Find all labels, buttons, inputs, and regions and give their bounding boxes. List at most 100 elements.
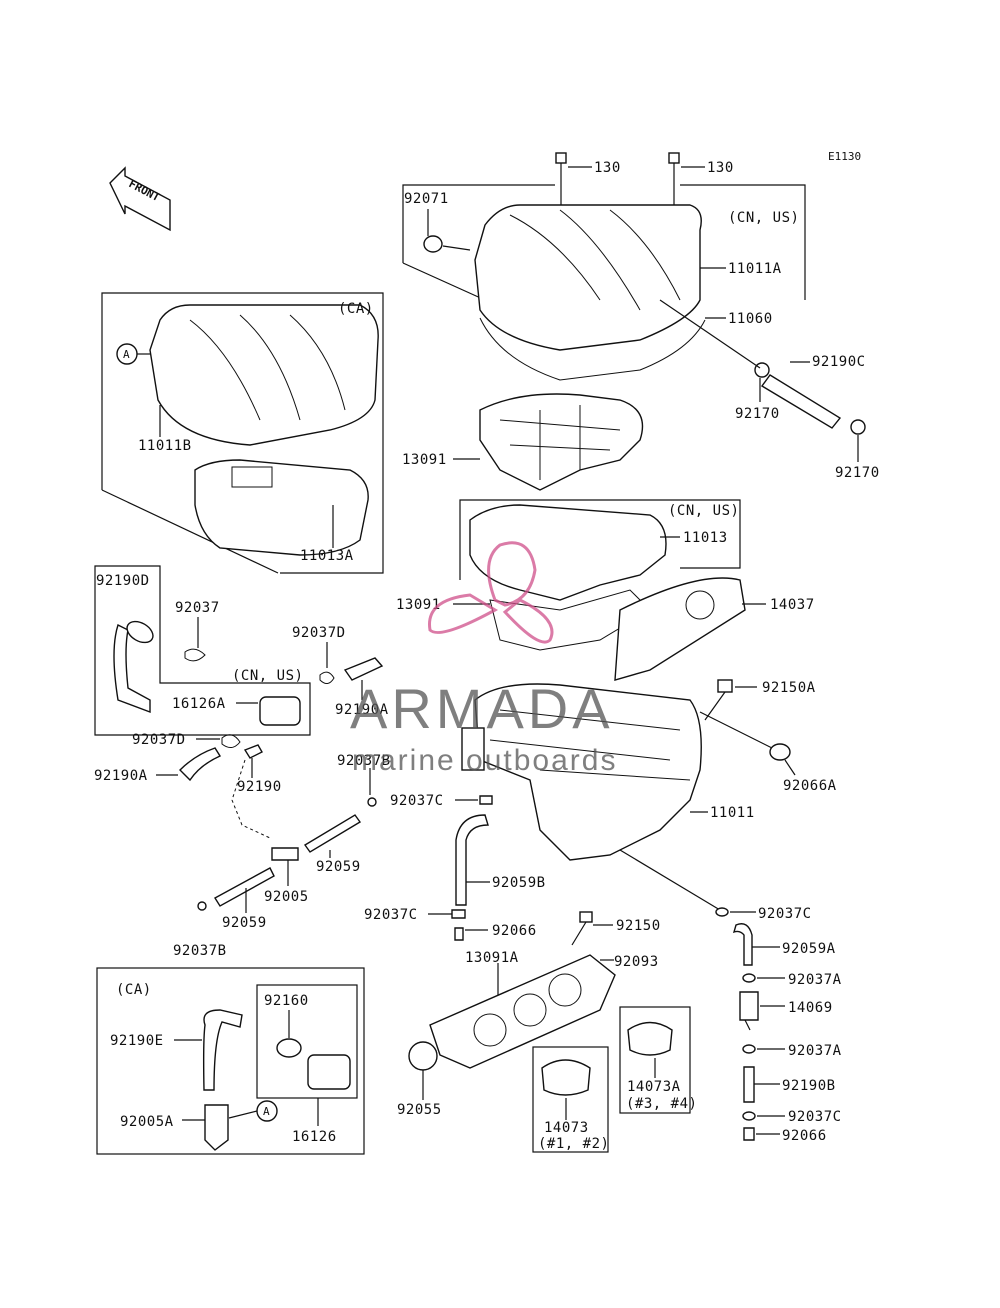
label-cn-us-top: (CN, US) bbox=[728, 210, 799, 226]
label-92093: 92093 bbox=[614, 954, 659, 970]
grommet-icon bbox=[423, 235, 443, 253]
cap-icon bbox=[454, 927, 464, 941]
ca-bottom-group bbox=[96, 967, 365, 1155]
funnel-14073 bbox=[541, 1059, 591, 1096]
armada-watermark: ARMADA marine outboards bbox=[350, 541, 617, 777]
label-92059b: 92059 bbox=[222, 915, 267, 931]
base-plate-13091a bbox=[408, 911, 616, 1100]
label-92066-b: 92066 bbox=[782, 1128, 827, 1144]
joint-92005 bbox=[271, 847, 299, 861]
o-ring-icon bbox=[408, 1041, 438, 1071]
funnel-14073a-group bbox=[619, 1006, 691, 1114]
label-11013: 11013 bbox=[683, 530, 728, 546]
hose-92190c bbox=[760, 374, 842, 429]
label-16126a: 16126A bbox=[172, 696, 226, 712]
hose-92059b bbox=[455, 814, 489, 906]
element-11013a bbox=[194, 459, 369, 556]
clamp-icon bbox=[754, 362, 770, 378]
tube-92059 bbox=[303, 814, 362, 853]
label-14069: 14069 bbox=[788, 1000, 833, 1016]
center-hose-group bbox=[428, 795, 493, 941]
right-hose-group bbox=[715, 907, 785, 1141]
label-92037c-d: 92037C bbox=[788, 1109, 842, 1125]
ca-cover-group bbox=[101, 292, 384, 574]
valve-16126a bbox=[259, 696, 301, 726]
hose-92190d bbox=[113, 624, 151, 714]
label-11011: 11011 bbox=[710, 805, 755, 821]
cn-us-cover-group bbox=[402, 152, 866, 462]
label-130a: 130 bbox=[594, 160, 621, 176]
label-14037: 14037 bbox=[770, 597, 815, 613]
hose-92190e bbox=[202, 1009, 243, 1091]
label-14073: 14073 bbox=[544, 1120, 589, 1136]
watermark-brand: ARMADA bbox=[350, 677, 614, 740]
label-11011a: 11011A bbox=[728, 261, 782, 277]
label-92005: 92005 bbox=[264, 889, 309, 905]
label-ca-bottom: (CA) bbox=[116, 982, 152, 998]
label-11013a: 11013A bbox=[300, 548, 354, 564]
label-92037c-c: 92037C bbox=[758, 906, 812, 922]
label-92071: 92071 bbox=[404, 191, 449, 207]
label-92066a: 92066A bbox=[783, 778, 837, 794]
label-92170b: 92170 bbox=[835, 465, 880, 481]
label-92037d-b: 92037D bbox=[132, 732, 186, 748]
label-92037c-b: 92037C bbox=[364, 907, 418, 923]
air-cleaner-housing-11011 bbox=[461, 679, 796, 911]
hose-92059a bbox=[732, 923, 753, 966]
ref-marker-a-top: A bbox=[123, 348, 130, 361]
frame-13091 bbox=[453, 393, 644, 491]
label-92037c-a: 92037C bbox=[390, 793, 444, 809]
label-92059a-right: 92059A bbox=[782, 941, 836, 957]
label-92037a-a: 92037A bbox=[788, 972, 842, 988]
tube-92190b bbox=[743, 1066, 755, 1103]
tube-92059-lower bbox=[214, 867, 275, 907]
label-ca-top: (CA) bbox=[338, 301, 374, 317]
figure-code: E1130 bbox=[828, 150, 861, 163]
hose-92190a-lower bbox=[179, 747, 222, 782]
clamp-icon bbox=[850, 419, 866, 435]
valve-16126 bbox=[307, 1054, 351, 1090]
label-92059b-upper: 92059B bbox=[492, 875, 546, 891]
bolt-icon bbox=[717, 679, 733, 693]
label-130b: 130 bbox=[707, 160, 734, 176]
label-92190e: 92190E bbox=[110, 1033, 164, 1049]
label-92190: 92190 bbox=[237, 779, 282, 795]
bolt-icon bbox=[579, 911, 593, 923]
funnel-14073-group bbox=[532, 1046, 609, 1153]
label-92037: 92037 bbox=[175, 600, 220, 616]
watermark-tagline: marine outboards bbox=[352, 744, 617, 777]
label-14073a: 14073A bbox=[627, 1079, 681, 1095]
label-13091a: 13091 bbox=[402, 452, 447, 468]
label-cn-us-valve: (CN, US) bbox=[232, 668, 303, 684]
seal-92160 bbox=[276, 1038, 302, 1058]
hose-92190a bbox=[343, 657, 384, 681]
label-92037b-a: 92037B bbox=[337, 753, 391, 769]
front-arrow-icon: FRONT bbox=[109, 166, 171, 232]
label-92190c: 92190C bbox=[812, 354, 866, 370]
label-14073-note: (#1, #2) bbox=[538, 1136, 609, 1152]
label-92160: 92160 bbox=[264, 993, 309, 1009]
clamp-icon bbox=[715, 907, 729, 917]
label-11060: 11060 bbox=[728, 311, 773, 327]
label-92037d-a: 92037D bbox=[292, 625, 346, 641]
cap-icon bbox=[769, 743, 791, 761]
label-92150: 92150 bbox=[616, 918, 661, 934]
label-11011b: 11011B bbox=[138, 438, 192, 454]
label-13091b: 13091 bbox=[396, 597, 441, 613]
label-92150a: 92150A bbox=[762, 680, 816, 696]
clamp-icon bbox=[184, 648, 206, 662]
label-92190b: 92190B bbox=[782, 1078, 836, 1094]
label-16126: 16126 bbox=[292, 1129, 337, 1145]
funnel-14073a bbox=[627, 1021, 673, 1056]
label-92037b-b: 92037B bbox=[173, 943, 227, 959]
label-92170a: 92170 bbox=[735, 406, 780, 422]
label-14073a-note: (#3, #4) bbox=[626, 1096, 697, 1112]
label-92190a-b: 92190A bbox=[94, 768, 148, 784]
left-hose-group bbox=[94, 565, 384, 913]
label-92190d: 92190D bbox=[96, 573, 150, 589]
label-92190a-a: 92190A bbox=[335, 702, 389, 718]
air-cleaner-cover-ca bbox=[149, 304, 379, 446]
label-13091a-plate: 13091A bbox=[465, 950, 519, 966]
clamp-icon bbox=[319, 671, 335, 684]
